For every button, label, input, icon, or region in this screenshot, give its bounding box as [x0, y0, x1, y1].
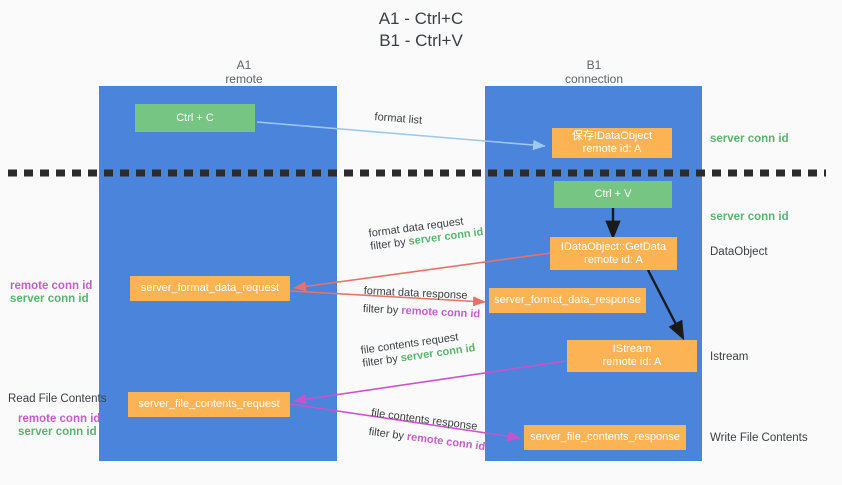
- label-file-contents-request: file contents request filter by server c…: [360, 329, 476, 371]
- label-format-data-response-highlight: remote conn id: [401, 304, 481, 321]
- box-server-file-contents-response[interactable]: server_file_contents_response: [524, 425, 686, 450]
- lane-a1-name: A1: [236, 58, 252, 72]
- label-left-server-conn-mid: server conn id: [10, 293, 89, 305]
- box-ctrl-v[interactable]: Ctrl + V: [554, 181, 672, 208]
- title-line-2: B1 - Ctrl+V: [379, 31, 463, 50]
- box-server-file-contents-response-label: server_file_contents_response: [530, 431, 680, 443]
- box-save-idataobject-line2: remote id: A: [582, 143, 642, 155]
- box-save-idataobject[interactable]: 保存IDataObject remote id: A: [552, 128, 672, 158]
- label-right-istream: Istream: [710, 351, 749, 363]
- box-save-idataobject-text: 保存IDataObject remote id: A: [568, 130, 656, 156]
- label-format-data-response: format data response filter by remote co…: [363, 285, 482, 321]
- box-server-file-contents-request-label: server_file_contents_request: [138, 398, 280, 410]
- label-format-data-response-line2: filter by remote conn id: [363, 303, 481, 322]
- title-line-1: A1 - Ctrl+C: [378, 9, 464, 28]
- label-file-contents-response-prefix: filter by: [367, 425, 408, 443]
- box-save-idataobject-line1: 保存IDataObject: [571, 130, 653, 142]
- box-server-format-data-response-label: server_format_data_response: [494, 294, 641, 306]
- box-server-format-data-request[interactable]: server_format_data_request: [130, 276, 290, 301]
- label-format-data-request: format data request filter by server con…: [368, 213, 484, 254]
- box-istream-text: IStream remote id: A: [599, 343, 666, 369]
- label-format-data-response-prefix: filter by: [362, 302, 402, 317]
- label-left-remote-conn-bottom: remote conn id: [18, 413, 101, 425]
- label-left-remote-conn-mid: remote conn id: [10, 280, 93, 292]
- label-format-list: format list: [374, 111, 423, 127]
- box-ctrl-c[interactable]: Ctrl + C: [135, 104, 255, 132]
- label-left-server-conn-bottom: server conn id: [18, 426, 97, 438]
- label-right-server-conn-top: server conn id: [710, 133, 789, 145]
- box-istream-line1: IStream: [612, 343, 652, 355]
- label-file-contents-response-highlight: remote conn id: [406, 430, 486, 454]
- box-idataobject-getdata[interactable]: IDataObject::GetData remote id: A: [550, 237, 677, 270]
- lane-header-b1: B1 connection: [485, 58, 703, 86]
- label-file-contents-response: file contents response filter by remote …: [368, 407, 489, 454]
- box-ctrl-v-label: Ctrl + V: [594, 188, 632, 200]
- diagram-title: A1 - Ctrl+C B1 - Ctrl+V: [0, 8, 842, 52]
- lane-header-a1: A1 remote: [99, 58, 389, 86]
- box-server-file-contents-request[interactable]: server_file_contents_request: [128, 392, 290, 417]
- box-istream-line2: remote id: A: [602, 356, 662, 368]
- lane-b1-name: B1: [586, 58, 602, 72]
- label-format-data-response-line1: format data response: [363, 285, 468, 302]
- lane-a1-role: remote: [225, 72, 263, 86]
- label-left-read-file-contents: Read File Contents: [8, 393, 107, 405]
- box-server-format-data-response[interactable]: server_format_data_response: [489, 288, 646, 313]
- box-ctrl-c-label: Ctrl + C: [176, 111, 214, 124]
- box-getdata-text: IDataObject::GetData remote id: A: [557, 241, 670, 267]
- box-getdata-line2: remote id: A: [584, 253, 643, 266]
- box-getdata-line1: IDataObject::GetData: [560, 240, 667, 253]
- box-istream[interactable]: IStream remote id: A: [567, 340, 697, 372]
- label-right-write-file-contents: Write File Contents: [710, 432, 808, 444]
- lane-b1-role: connection: [564, 72, 624, 86]
- box-server-format-data-request-label: server_format_data_request: [140, 282, 280, 294]
- label-right-server-conn-mid: server conn id: [710, 211, 789, 223]
- label-right-dataobject: DataObject: [710, 246, 768, 258]
